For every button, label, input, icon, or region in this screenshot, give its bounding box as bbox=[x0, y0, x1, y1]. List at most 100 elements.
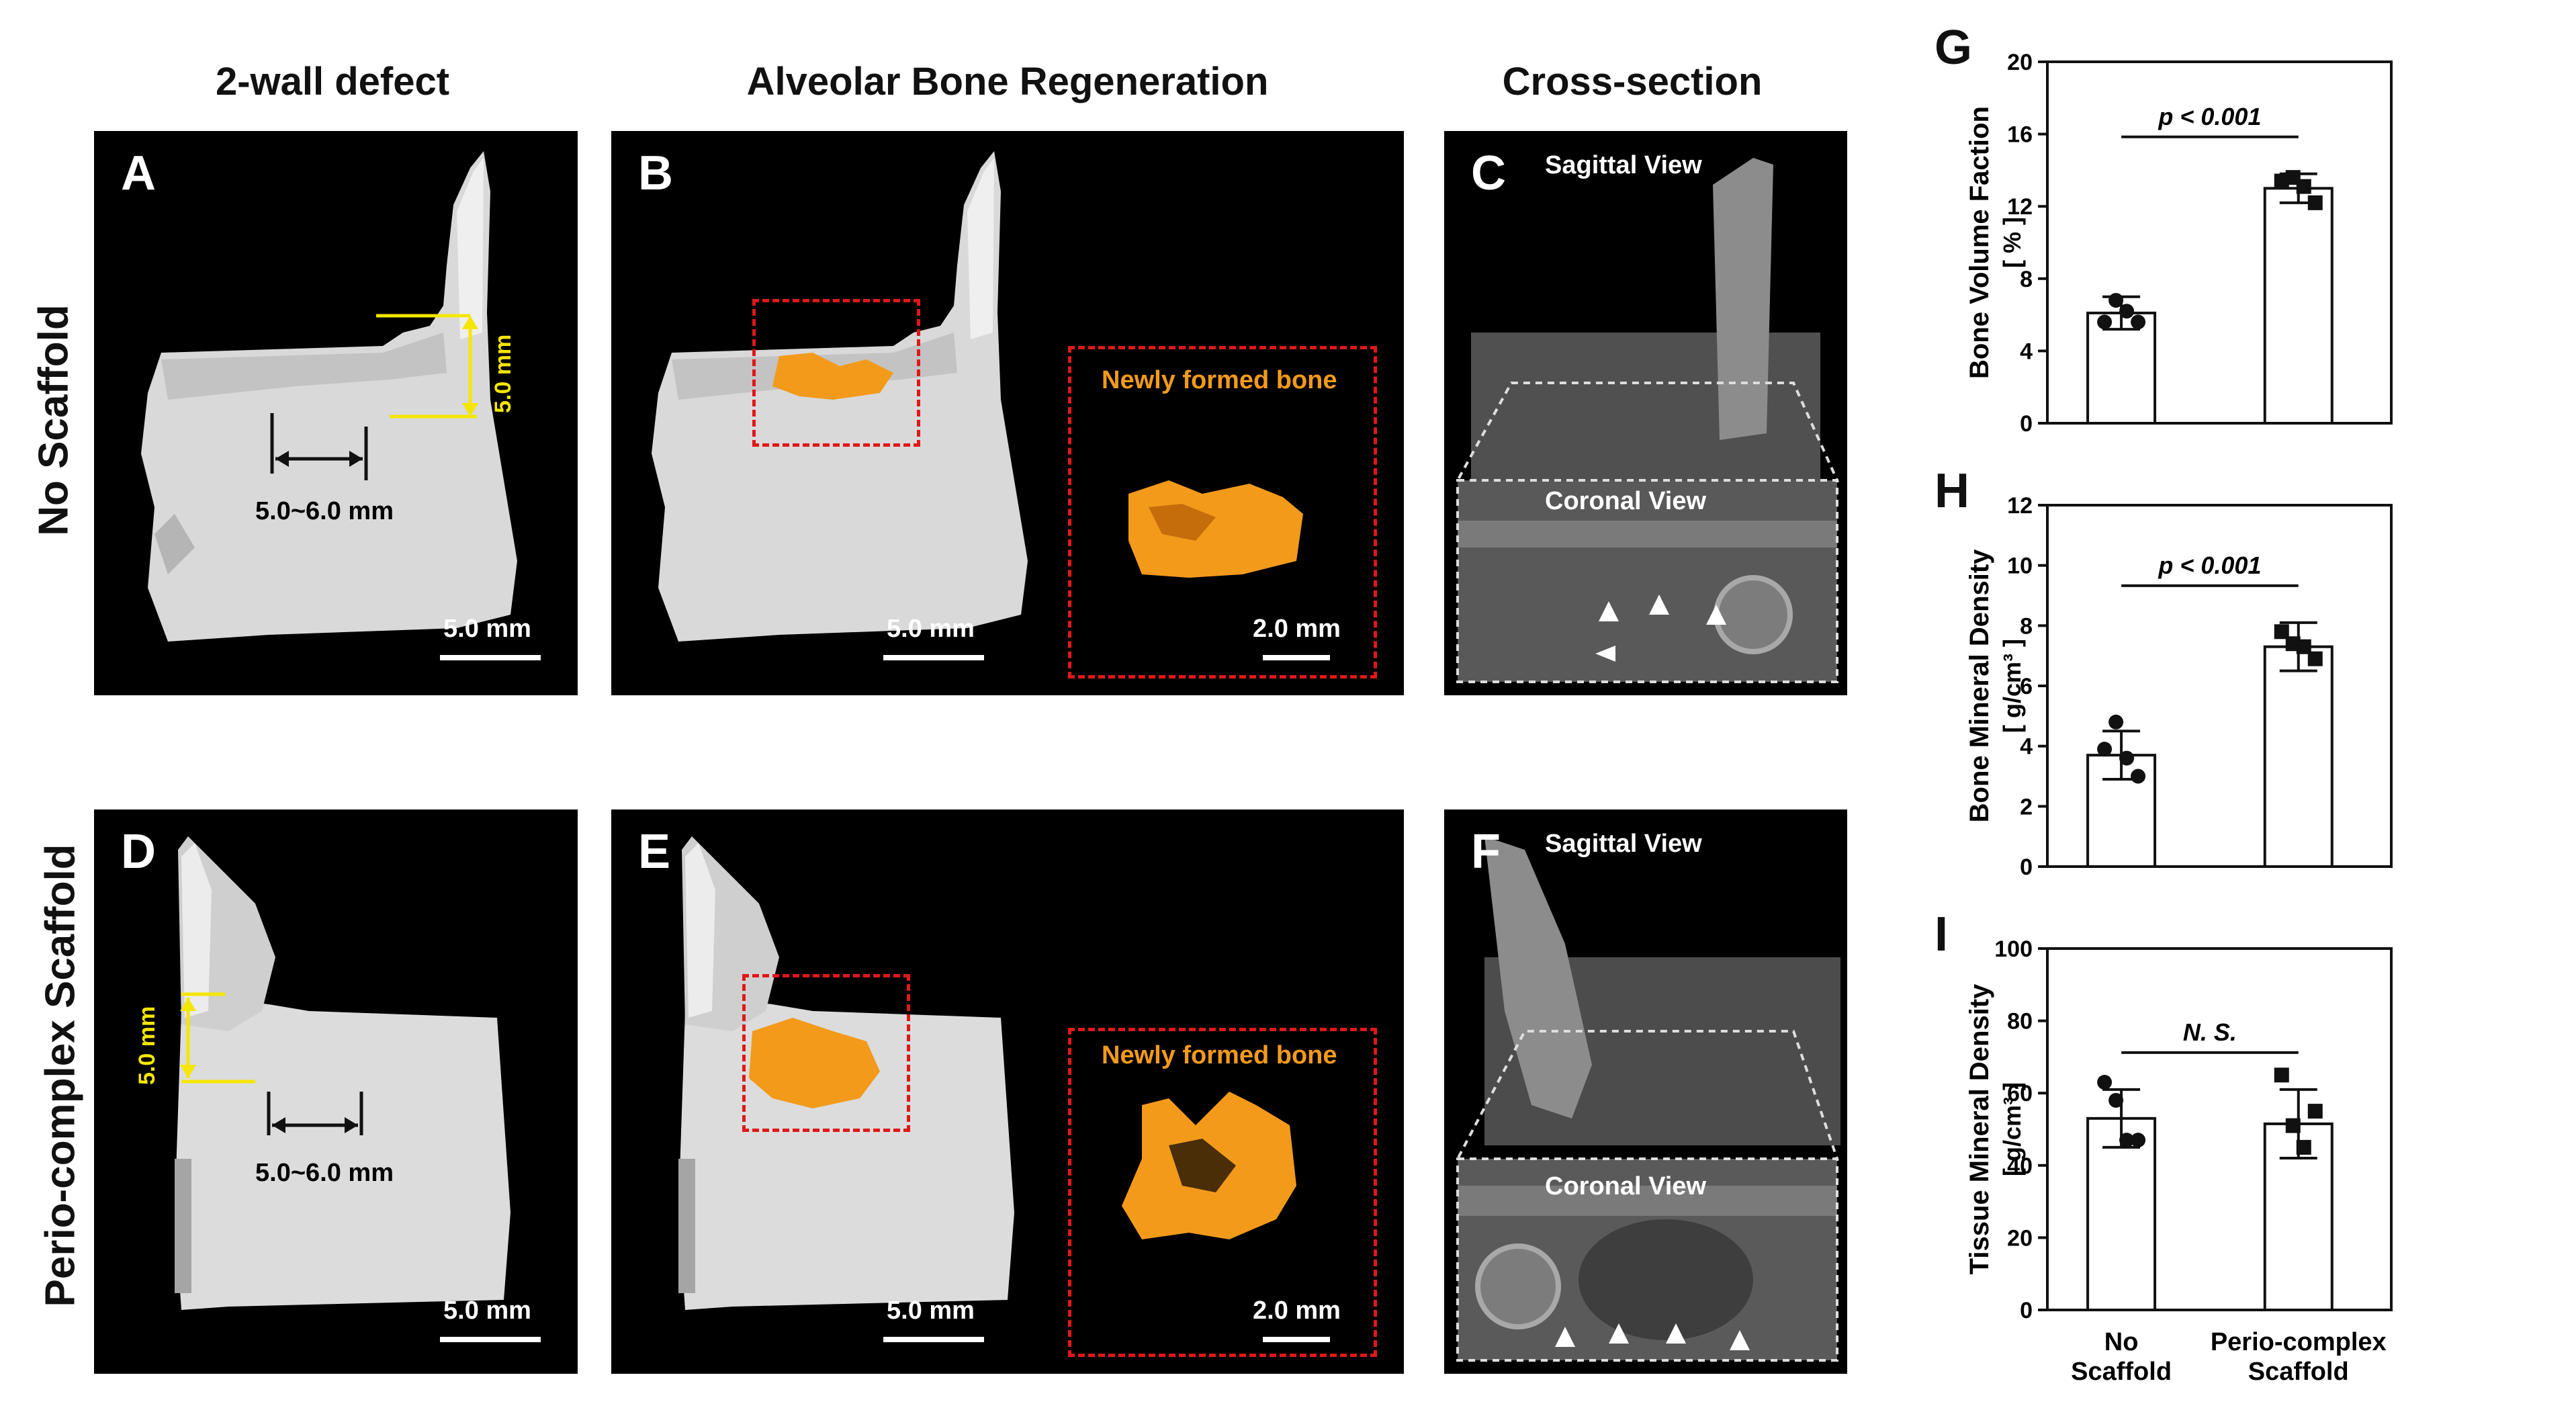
coronal-view-label: Coronal View bbox=[1545, 487, 1707, 515]
data-point bbox=[2119, 1133, 2135, 1148]
y-tick-label: 0 bbox=[2020, 854, 2033, 880]
x-tick-label: Perio-complex bbox=[2211, 1328, 2387, 1356]
sagittal-view-label: Sagittal View bbox=[1545, 151, 1702, 179]
y-tick-label: 8 bbox=[2020, 613, 2033, 639]
y-tick-label: 4 bbox=[2020, 339, 2033, 364]
data-point bbox=[2285, 1118, 2301, 1133]
bar bbox=[2263, 187, 2334, 425]
data-point bbox=[2119, 750, 2135, 766]
plot-frame bbox=[2046, 60, 2393, 425]
data-point bbox=[2296, 639, 2311, 654]
significance-label: p < 0.001 bbox=[2158, 552, 2261, 579]
new-bone-label: Newly formed bone bbox=[1102, 366, 1337, 394]
inset-scale-bar-label: 2.0 mm bbox=[1253, 615, 1341, 643]
sagittal-view-label: Sagittal View bbox=[1545, 830, 1702, 858]
y-tick-label: 2 bbox=[2020, 794, 2033, 820]
chart-letter: G bbox=[1935, 21, 1973, 75]
inset-panel bbox=[1068, 1028, 1377, 1357]
scale-bar bbox=[440, 1337, 541, 1342]
y-axis-label: Tissue Mineral Density bbox=[1965, 983, 1994, 1275]
data-point bbox=[2131, 769, 2146, 784]
data-point bbox=[2097, 1075, 2113, 1090]
data-point bbox=[2097, 314, 2113, 330]
data-point bbox=[2296, 179, 2311, 194]
y-tick-label: 0 bbox=[2020, 1298, 2033, 1323]
panel-d-bone-model bbox=[175, 836, 510, 1310]
chart-letter: H bbox=[1935, 464, 1969, 518]
data-point bbox=[2131, 314, 2146, 330]
panel-b-bone-model bbox=[652, 151, 1303, 642]
inset-panel bbox=[1068, 346, 1377, 678]
new-bone-label: Newly formed bone bbox=[1102, 1041, 1337, 1069]
data-point bbox=[2274, 1067, 2289, 1083]
coronal-view-label: Coronal View bbox=[1545, 1172, 1707, 1200]
dimension-height-label: 5.0 mm bbox=[490, 334, 516, 413]
data-point bbox=[2097, 742, 2113, 757]
inset-scale-bar-label: 2.0 mm bbox=[1253, 1297, 1341, 1325]
y-tick-label: 0 bbox=[2020, 411, 2033, 437]
panel-letter-a: A bbox=[121, 146, 156, 200]
inset-region-box bbox=[752, 299, 920, 447]
dimension-height-label: 5.0 mm bbox=[134, 1006, 160, 1085]
y-tick-label: 6 bbox=[2020, 674, 2033, 699]
y-axis-unit: [ g/cm³ ] bbox=[1998, 1082, 2026, 1176]
column-header-regeneration: Alveolar Bone Regeneration bbox=[746, 60, 1269, 103]
panel-b: B Newly formed bone 5.0 mm 2.0 mm bbox=[611, 131, 1404, 695]
data-point bbox=[2108, 714, 2124, 730]
row-header-no-scaffold: No Scaffold bbox=[30, 304, 77, 536]
data-point bbox=[2307, 195, 2323, 210]
panel-f-ct-section bbox=[1455, 836, 1840, 1362]
inset-scale-bar bbox=[1263, 1337, 1330, 1342]
y-tick-label: 20 bbox=[2007, 1225, 2033, 1251]
data-point bbox=[2307, 1104, 2323, 1119]
scale-bar bbox=[883, 1337, 984, 1342]
inset-scale-bar bbox=[1263, 655, 1330, 660]
y-tick-label: 100 bbox=[1994, 936, 2033, 962]
scale-bar bbox=[440, 655, 541, 660]
inset-region-box bbox=[742, 974, 910, 1132]
significance-label: p < 0.001 bbox=[2158, 103, 2261, 130]
y-tick-label: 10 bbox=[2007, 554, 2033, 579]
data-point bbox=[2307, 651, 2323, 666]
scale-bar-label: 5.0 mm bbox=[887, 615, 975, 643]
scale-bar-label: 5.0 mm bbox=[443, 1297, 531, 1325]
panel-e-bone-model bbox=[678, 836, 1296, 1310]
x-tick-label: Scaffold bbox=[2071, 1358, 2172, 1386]
y-tick-label: 8 bbox=[2020, 267, 2033, 292]
data-point bbox=[2119, 304, 2135, 319]
y-axis-label: Bone Volume Faction bbox=[1965, 106, 1994, 379]
data-point bbox=[2274, 173, 2289, 189]
panel-c-ct-section bbox=[1455, 158, 1840, 683]
y-axis-unit: [ g/cm³ ] bbox=[1998, 639, 2026, 733]
y-axis-unit: [ % ] bbox=[1998, 217, 2026, 268]
data-point bbox=[2296, 1139, 2311, 1155]
y-tick-label: 40 bbox=[2007, 1153, 2033, 1179]
y-tick-label: 80 bbox=[2007, 1009, 2033, 1035]
panel-f: F Sagittal View Coronal View bbox=[1444, 809, 1847, 1374]
y-tick-label: 12 bbox=[2007, 493, 2033, 519]
dimension-width-label: 5.0~6.0 mm bbox=[255, 1159, 394, 1187]
panel-letter-f: F bbox=[1471, 825, 1501, 879]
x-tick-label: Scaffold bbox=[2248, 1358, 2349, 1386]
chart-letter: I bbox=[1935, 908, 1949, 961]
y-tick-label: 60 bbox=[2007, 1081, 2033, 1106]
panel-letter-b: B bbox=[638, 146, 673, 200]
data-point bbox=[2108, 1092, 2124, 1108]
panel-letter-e: E bbox=[638, 825, 671, 879]
y-tick-label: 12 bbox=[2007, 194, 2033, 220]
y-tick-label: 16 bbox=[2007, 122, 2033, 148]
scale-bar bbox=[883, 655, 984, 660]
scale-bar-label: 5.0 mm bbox=[887, 1297, 975, 1325]
bar bbox=[2263, 645, 2334, 868]
row-header-perio-scaffold: Perio-complex Scaffold bbox=[37, 844, 84, 1307]
panel-d: D 5.0 mm 5.0~6.0 mm 5.0 mm bbox=[94, 809, 578, 1374]
panel-a-bone-model bbox=[141, 151, 517, 642]
significance-label: N. S. bbox=[2183, 1018, 2237, 1046]
data-point bbox=[2108, 293, 2124, 308]
y-tick-label: 4 bbox=[2020, 734, 2033, 760]
y-axis-label: Bone Mineral Density bbox=[1965, 549, 1994, 823]
